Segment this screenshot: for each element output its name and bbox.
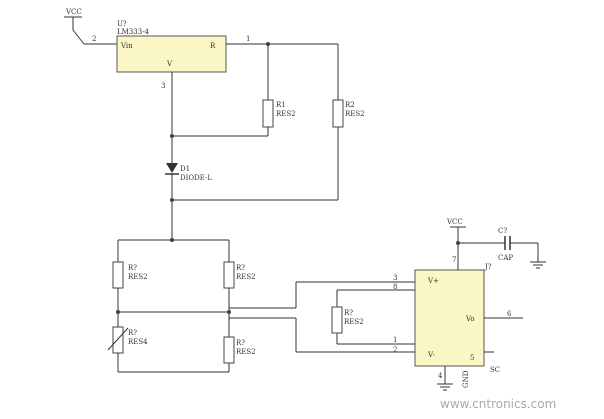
bridge-r-bottom-right-ref: R? bbox=[236, 339, 245, 347]
amp-pin7: 7 bbox=[452, 256, 456, 264]
gnd-label: GND bbox=[462, 370, 470, 388]
amp-vminus-label: V- bbox=[427, 351, 435, 359]
u2-v-pin-label: V bbox=[166, 60, 173, 68]
u2-ref-label: U? bbox=[117, 20, 127, 28]
u2-regulator-body bbox=[116, 35, 227, 73]
u2-adj-pin-number: 3 bbox=[161, 82, 165, 90]
bridge-r-bottom-left-ref: R? bbox=[128, 329, 137, 337]
amp-pin6: 6 bbox=[507, 310, 512, 318]
bridge-r-top-right-ref: R? bbox=[236, 264, 245, 272]
gain-resistor-ref: R? bbox=[344, 309, 353, 317]
ground-symbol-cap bbox=[530, 261, 546, 269]
site-watermark: www.cntronics.com bbox=[440, 397, 556, 411]
d1-value-label: DIODE-L bbox=[180, 174, 212, 182]
bridge-r-bottom-left bbox=[112, 326, 124, 354]
bridge-r-top-right bbox=[223, 261, 235, 289]
junction-dot bbox=[170, 198, 174, 202]
u2-vin-pin-label: Vin bbox=[120, 42, 133, 50]
thermistor-arrow bbox=[107, 327, 129, 351]
r2-value-label: RES2 bbox=[345, 110, 365, 118]
instrumentation-amp-body bbox=[414, 269, 485, 367]
bridge-r-bottom-right bbox=[223, 336, 235, 364]
ground-symbol-amp bbox=[437, 383, 453, 391]
amp-pin8: 8 bbox=[393, 283, 397, 291]
u2-output-pin-number: 1 bbox=[246, 35, 250, 43]
gain-resistor-value: RES2 bbox=[344, 318, 364, 326]
d1-diode bbox=[165, 163, 179, 175]
amp-pin2: 2 bbox=[393, 346, 397, 354]
bridge-r-top-right-value: RES2 bbox=[236, 273, 256, 281]
d1-ref-label: D1 bbox=[180, 165, 190, 173]
amp-pin5: 5 bbox=[470, 354, 474, 362]
r2-resistor bbox=[332, 99, 344, 128]
capacitor bbox=[504, 236, 511, 250]
gain-resistor bbox=[331, 306, 343, 334]
vcc-right-label: VCC bbox=[446, 218, 463, 226]
amp-pin1: 1 bbox=[393, 336, 397, 344]
r1-resistor bbox=[262, 99, 274, 128]
bridge-r-top-left-ref: R? bbox=[128, 264, 137, 272]
amp-vo-label: Vo bbox=[465, 315, 475, 323]
amp-ref-label: J? bbox=[484, 263, 492, 271]
cap-value-label: CAP bbox=[498, 254, 513, 262]
u2-r-pin-label: R bbox=[210, 42, 216, 50]
bridge-r-top-left-value: RES2 bbox=[128, 273, 148, 281]
bridge-r-bottom-right-value: RES2 bbox=[236, 348, 256, 356]
u2-part-label: LM333-4 bbox=[117, 28, 150, 36]
vcc-top-label: VCC bbox=[65, 8, 82, 16]
bridge-r-bottom-left-value: RES4 bbox=[128, 338, 148, 346]
junction-dot bbox=[116, 310, 120, 314]
cap-ref-label: C? bbox=[498, 227, 507, 235]
amp-pin3: 3 bbox=[393, 274, 397, 282]
junction-dot bbox=[227, 310, 231, 314]
vcc-right-symbol bbox=[450, 226, 466, 270]
bridge-r-top-left bbox=[112, 261, 124, 289]
r2-ref-label: R2 bbox=[345, 101, 355, 109]
vcc-input-symbol bbox=[64, 16, 117, 45]
r1-ref-label: R1 bbox=[276, 101, 286, 109]
junction-dot bbox=[170, 134, 174, 138]
amp-part-label: SC bbox=[490, 366, 500, 374]
amp-vplus-label: V+ bbox=[427, 277, 439, 285]
vcc-top-pin-label: 2 bbox=[92, 35, 96, 43]
amp-pin4: 4 bbox=[438, 372, 443, 380]
r1-value-label: RES2 bbox=[276, 110, 296, 118]
